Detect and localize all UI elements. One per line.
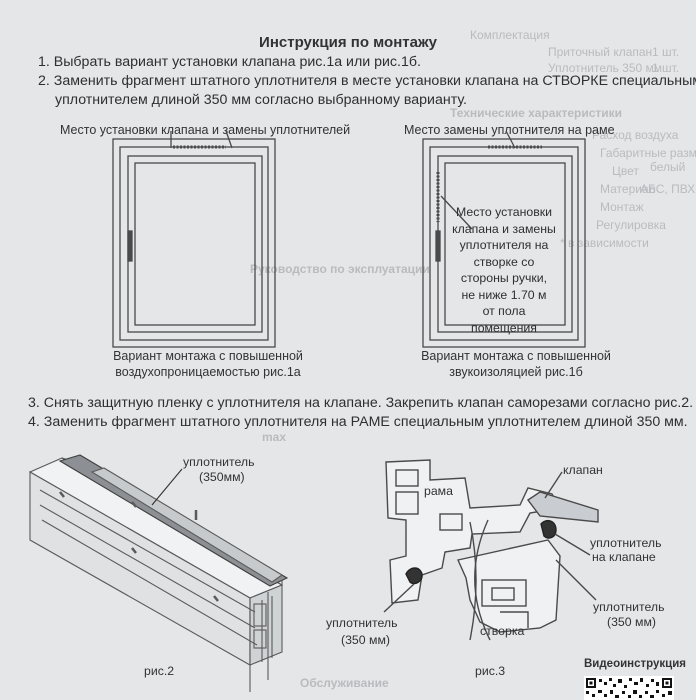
- figure-2-seal-label-1: уплотнитель: [183, 455, 255, 469]
- bleed-text: Приточный клапан: [548, 45, 653, 59]
- figure-3-seal-valve-label-1: уплотнитель: [590, 536, 662, 550]
- note-line: стороны ручки,: [460, 271, 548, 285]
- figure-3-caption: рис.3: [475, 664, 506, 678]
- figure-1a-caption-2: воздухопроницаемостью рис.1а: [115, 365, 301, 379]
- bleed-text: Материал: [600, 182, 656, 196]
- figure-1a-top-label: Место установки клапана и замены уплотни…: [60, 123, 351, 137]
- bleed-text: Уплотнитель 350 мм: [548, 61, 663, 75]
- bleed-text: Цвет: [612, 164, 639, 178]
- bleed-text: белый: [650, 160, 686, 174]
- bleed-text: Технические характеристики: [450, 106, 623, 120]
- figure-2-seal-label-2: (350мм): [199, 470, 245, 484]
- note-line: от пола помещения: [471, 304, 537, 335]
- bleed-text: * в зависимости: [560, 236, 649, 250]
- figure-3-valve-label: клапан: [563, 463, 603, 477]
- bleed-text: Комплектация: [470, 28, 550, 42]
- step-2: 2. Заменить фрагмент штатного уплотнител…: [38, 73, 696, 89]
- qr-code-icon[interactable]: [584, 676, 674, 700]
- note-line: клапана и замены: [452, 221, 556, 236]
- video-instruction-label: Видеоинструкция: [584, 658, 687, 670]
- bleed-text: max: [262, 430, 287, 444]
- window-1a-drawing: [112, 130, 276, 348]
- figure-3-frame-label: рама: [424, 484, 453, 498]
- step-2-continued: уплотнителем длиной 350 мм согласно выбр…: [55, 92, 467, 108]
- figure-1b-caption-1: Вариант монтажа с повышенной: [421, 349, 611, 363]
- bleed-text: Габаритные размеры: [600, 146, 696, 160]
- bleed-text: 1 шт.: [652, 45, 680, 59]
- bleed-text: Обслуживание: [300, 676, 389, 690]
- profile-drawing: [28, 454, 289, 692]
- figure-1b-top-label: Место замены уплотнителя на раме: [404, 123, 615, 137]
- bleed-text: Регулировка: [596, 218, 666, 232]
- figure-1b-note: Место установки клапана и замены уплотни…: [449, 204, 559, 336]
- page-title: Инструкция по монтажу: [259, 34, 437, 51]
- figure-3-sash-label: створка: [480, 624, 525, 638]
- figure-3-seal-left-label-1: уплотнитель: [326, 616, 398, 630]
- figure-3-seal-right-label-1: уплотнитель: [593, 600, 665, 614]
- figure-1b-caption-2: звукоизоляцией рис.1б: [449, 365, 583, 379]
- figure-3-seal-right-label-2: (350 мм): [607, 615, 657, 629]
- figure-2-caption: рис.2: [144, 664, 175, 678]
- figure-3-seal-valve-label-2: на клапане: [592, 550, 656, 564]
- cross-section-drawing: [383, 459, 599, 641]
- bleed-text: Расход воздуха: [592, 128, 679, 142]
- window-1b-drawing: [422, 130, 586, 348]
- step-4: 4. Заменить фрагмент штатного уплотнител…: [28, 414, 688, 430]
- figure-1a-caption-1: Вариант монтажа с повышенной: [113, 349, 303, 363]
- figure-3-seal-left-label-2: (350 мм): [341, 633, 391, 647]
- bleed-text: АБС, ПВХ: [640, 182, 696, 196]
- note-line: створке со: [473, 254, 535, 269]
- note-line: Место установки: [455, 205, 553, 219]
- note-line: не ниже 1.70 м: [461, 287, 547, 302]
- note-line: уплотнителя на: [459, 238, 549, 252]
- bleed-text: 1 шт.: [652, 61, 680, 75]
- bleed-text: Монтаж: [600, 200, 644, 214]
- step-3: 3. Снять защитную пленку с уплотнителя н…: [28, 395, 694, 411]
- step-1: 1. Выбрать вариант установки клапана рис…: [38, 54, 421, 70]
- bleed-text: Руководство по эксплуатации: [250, 262, 430, 276]
